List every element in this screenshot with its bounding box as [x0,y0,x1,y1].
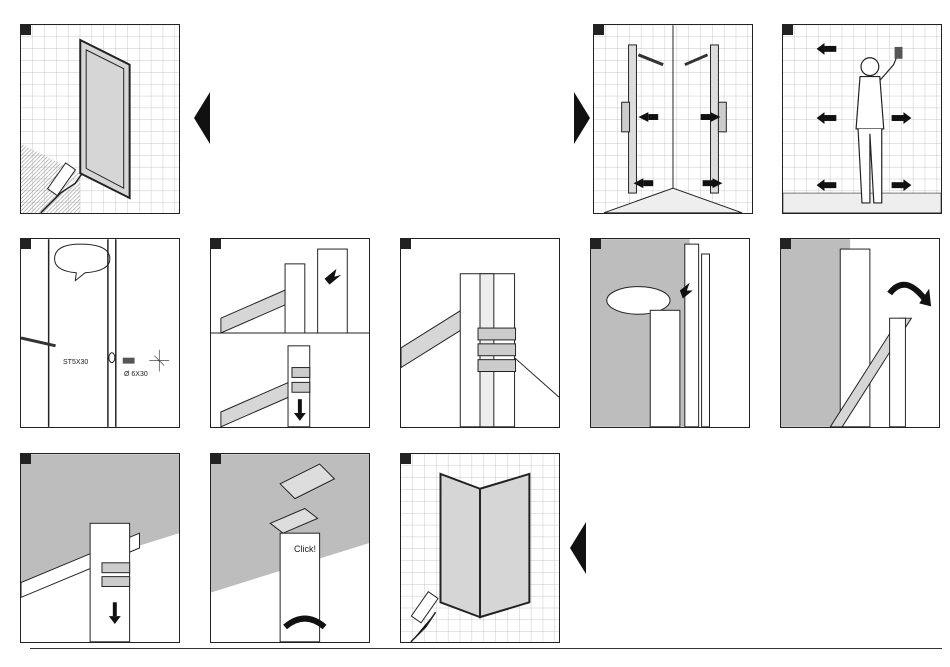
wall-profiles-illustration [594,25,752,213]
step-panel-drilling [782,24,942,214]
step-panel-final-sealing [20,24,180,214]
step-marker [782,24,793,35]
step-panel-slide-down [20,453,180,643]
step-marker [590,238,601,249]
step-panel-profile-assembled [400,238,560,428]
step-panel-click-cap: Click! [210,453,370,643]
screw-label: ST5X30 [63,359,88,366]
step-panel-wall-profiles [593,24,753,214]
step-panel-finished [400,453,560,643]
click-cap-illustration [211,454,369,642]
arrow-left-icon [570,522,586,574]
step-marker [400,453,411,464]
arrow-right-icon [574,92,590,144]
insert-profile-illustration [211,239,369,427]
finished-illustration [401,454,559,642]
step-marker [20,24,31,35]
click-label: Click! [294,544,316,554]
step-marker [780,238,791,249]
bottom-rule [30,648,942,649]
drilling-illustration [783,25,941,213]
step-panel-fixing-profile: ST5X30 Ø 6X30 [20,238,180,428]
arrow-left-icon [194,92,210,144]
fixing-profile-illustration [21,239,179,427]
step-panel-insert-profile [210,238,370,428]
slide-down-illustration [21,454,179,642]
sealing-illustration [21,25,179,213]
step-panel-slide-door [590,238,750,428]
rotate-door-illustration [781,239,939,427]
profile-assembled-illustration [401,239,559,427]
step-marker [593,24,604,35]
plug-label: Ø 6X30 [124,371,148,378]
step-marker [210,453,221,464]
step-marker [20,453,31,464]
slide-door-illustration [591,239,749,427]
step-marker [210,238,221,249]
step-marker [400,238,411,249]
step-panel-rotate-door [780,238,940,428]
step-marker [20,238,31,249]
